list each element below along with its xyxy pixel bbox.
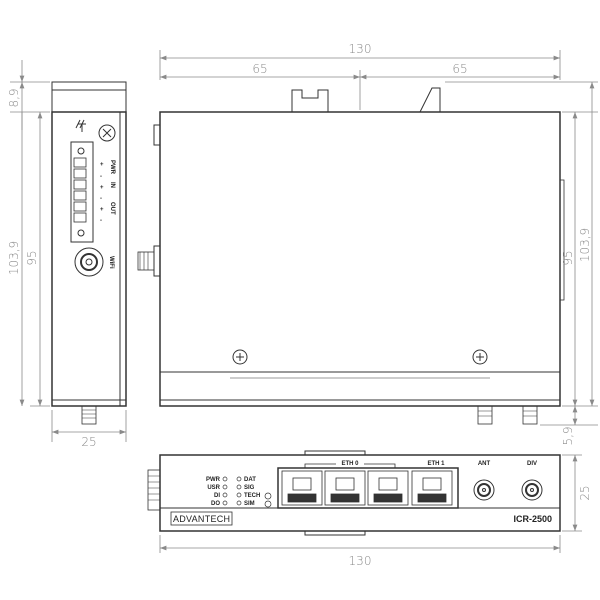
led-label: USR: [207, 485, 220, 491]
led-label: SIM: [244, 501, 255, 507]
eth1-label: ETH 1: [427, 461, 445, 467]
ethernet-block: [277, 467, 459, 509]
led-label: PWR: [206, 477, 221, 483]
top-view: [137, 87, 565, 425]
led-label: DO: [211, 501, 220, 507]
dim-half-right: 65: [452, 62, 467, 76]
dim-side-width: 25: [81, 435, 96, 449]
wifi-label: WiFi: [108, 256, 114, 269]
div-sma-side-icon: [522, 405, 538, 425]
dim-body-height-right: 95: [561, 250, 575, 265]
dim-total-height-left: 103,9: [7, 241, 21, 275]
ground-icon: [75, 119, 86, 132]
ground-screw-icon: [98, 124, 116, 142]
screw-icon: [472, 349, 488, 365]
dim-length: 130: [349, 42, 372, 56]
led-label: DAT: [244, 477, 256, 483]
brand-logo: ADVANTECH: [173, 514, 230, 524]
in-label: IN: [109, 182, 115, 188]
dim-body-height-left: 95: [25, 250, 39, 265]
out-label: OUT: [109, 202, 115, 215]
ethernet-port-icon: [281, 470, 323, 506]
eth0-label: ETH 0: [341, 461, 359, 467]
pwr-label: PWR: [109, 160, 115, 175]
wifi-sma-side-icon: [137, 251, 155, 271]
screw-icon: [232, 349, 248, 365]
dim-front-height: 25: [578, 485, 592, 500]
led-label: SIG: [244, 485, 255, 491]
bottom-sma-icon: [81, 405, 97, 425]
side-view: PWR IN OUT + - + - + - WiFi: [51, 81, 127, 425]
dim-connector-offset: 5,9: [561, 426, 575, 445]
ethernet-ports: [281, 470, 453, 506]
side-din-clip: [51, 81, 127, 113]
div-label: DIV: [527, 461, 537, 467]
front-view: PWR USR DI DO DAT SIG TECH SIM ETH 0 ETH…: [147, 450, 561, 536]
polarity-label: -: [100, 196, 102, 202]
ethernet-port-icon: [367, 470, 409, 506]
led-label: DI: [214, 493, 220, 499]
polarity-label: -: [100, 218, 102, 224]
ethernet-port-icon: [411, 470, 453, 506]
din-rail-clip: [291, 87, 441, 113]
dim-front-length: 130: [349, 554, 372, 568]
ethernet-port-icon: [324, 470, 366, 506]
polarity-label: +: [100, 162, 104, 168]
ant-connector-icon: [473, 479, 495, 501]
wifi-connector-icon: [74, 247, 104, 277]
ant-sma-side-icon: [477, 405, 493, 425]
dim-total-height-right: 103,9: [578, 228, 592, 262]
dimension-lines: [10, 50, 598, 553]
top-body: [159, 111, 561, 407]
led-label: TECH: [244, 493, 260, 499]
ground-screw-side-icon: [153, 124, 161, 146]
ant-label: ANT: [478, 461, 491, 467]
dim-half-left: 65: [252, 62, 267, 76]
dim-clip-height: 8,9: [7, 88, 21, 107]
model-label: ICR-2500: [513, 514, 552, 524]
div-connector-icon: [521, 479, 543, 501]
polarity-label: +: [100, 207, 104, 213]
polarity-label: +: [100, 185, 104, 191]
polarity-label: -: [100, 174, 102, 180]
